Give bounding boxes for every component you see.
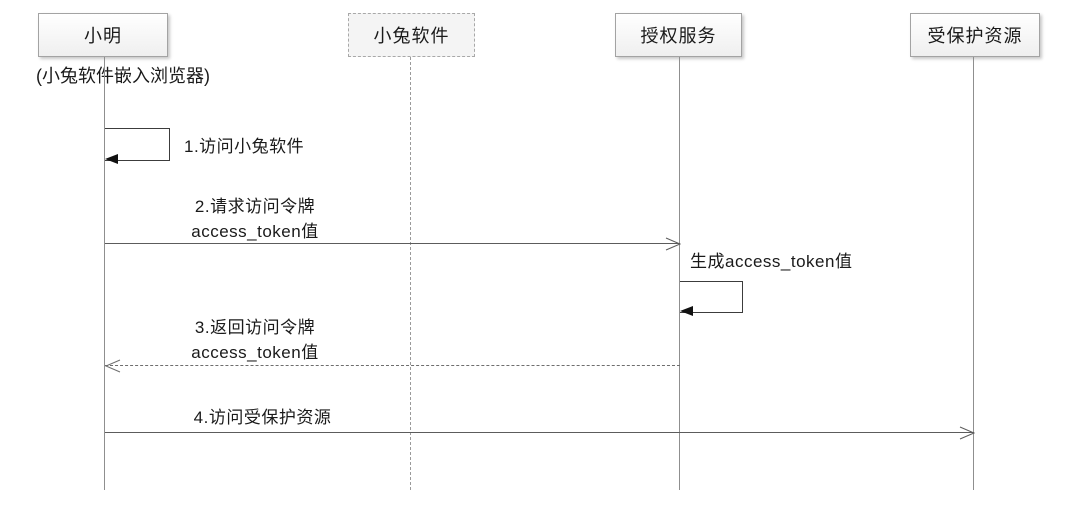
message2-label-line1: 2.请求访问令牌 [194,197,316,216]
arrowhead-filled-icon [105,154,118,164]
generate-token-self-loop [680,281,743,313]
participant-label-auth-service: 授权服务 [640,26,717,46]
lifeline-rabbit-software [410,57,411,490]
participant-label-rabbit-software: 小兔软件 [373,26,450,46]
participant-box-xiaoming: 小明 [38,13,168,57]
arrowhead-open-icon [665,237,681,251]
message2-arrow-line [105,243,680,244]
message3-label-line1: 3.返回访问令牌 [194,318,316,337]
generate-token-label: 生成access_token值 [690,252,853,271]
message1-self-loop [105,128,170,161]
message1-label: 1.访问小兔软件 [184,137,305,156]
message4-arrow-line [105,432,974,433]
participant-box-protected-resource: 受保护资源 [910,13,1040,57]
participant-subtitle-xiaoming: (小兔软件嵌入浏览器) [36,66,210,86]
participant-label-protected-resource: 受保护资源 [927,26,1023,46]
message2-label-line2: access_token值 [191,222,319,241]
participant-label-xiaoming: 小明 [84,26,122,46]
arrowhead-filled-icon [680,306,693,316]
arrowhead-open-icon [959,426,975,440]
lifeline-xiaoming [104,57,105,490]
message4-label: 4.访问受保护资源 [193,408,332,427]
participant-box-auth-service: 授权服务 [615,13,742,57]
message3-return-line [105,365,680,366]
arrowhead-open-icon [104,359,121,373]
lifeline-protected-resource [973,57,974,490]
participant-box-rabbit-software: 小兔软件 [348,13,475,57]
lifeline-auth-service [679,57,680,490]
message3-label-line2: access_token值 [191,343,319,362]
